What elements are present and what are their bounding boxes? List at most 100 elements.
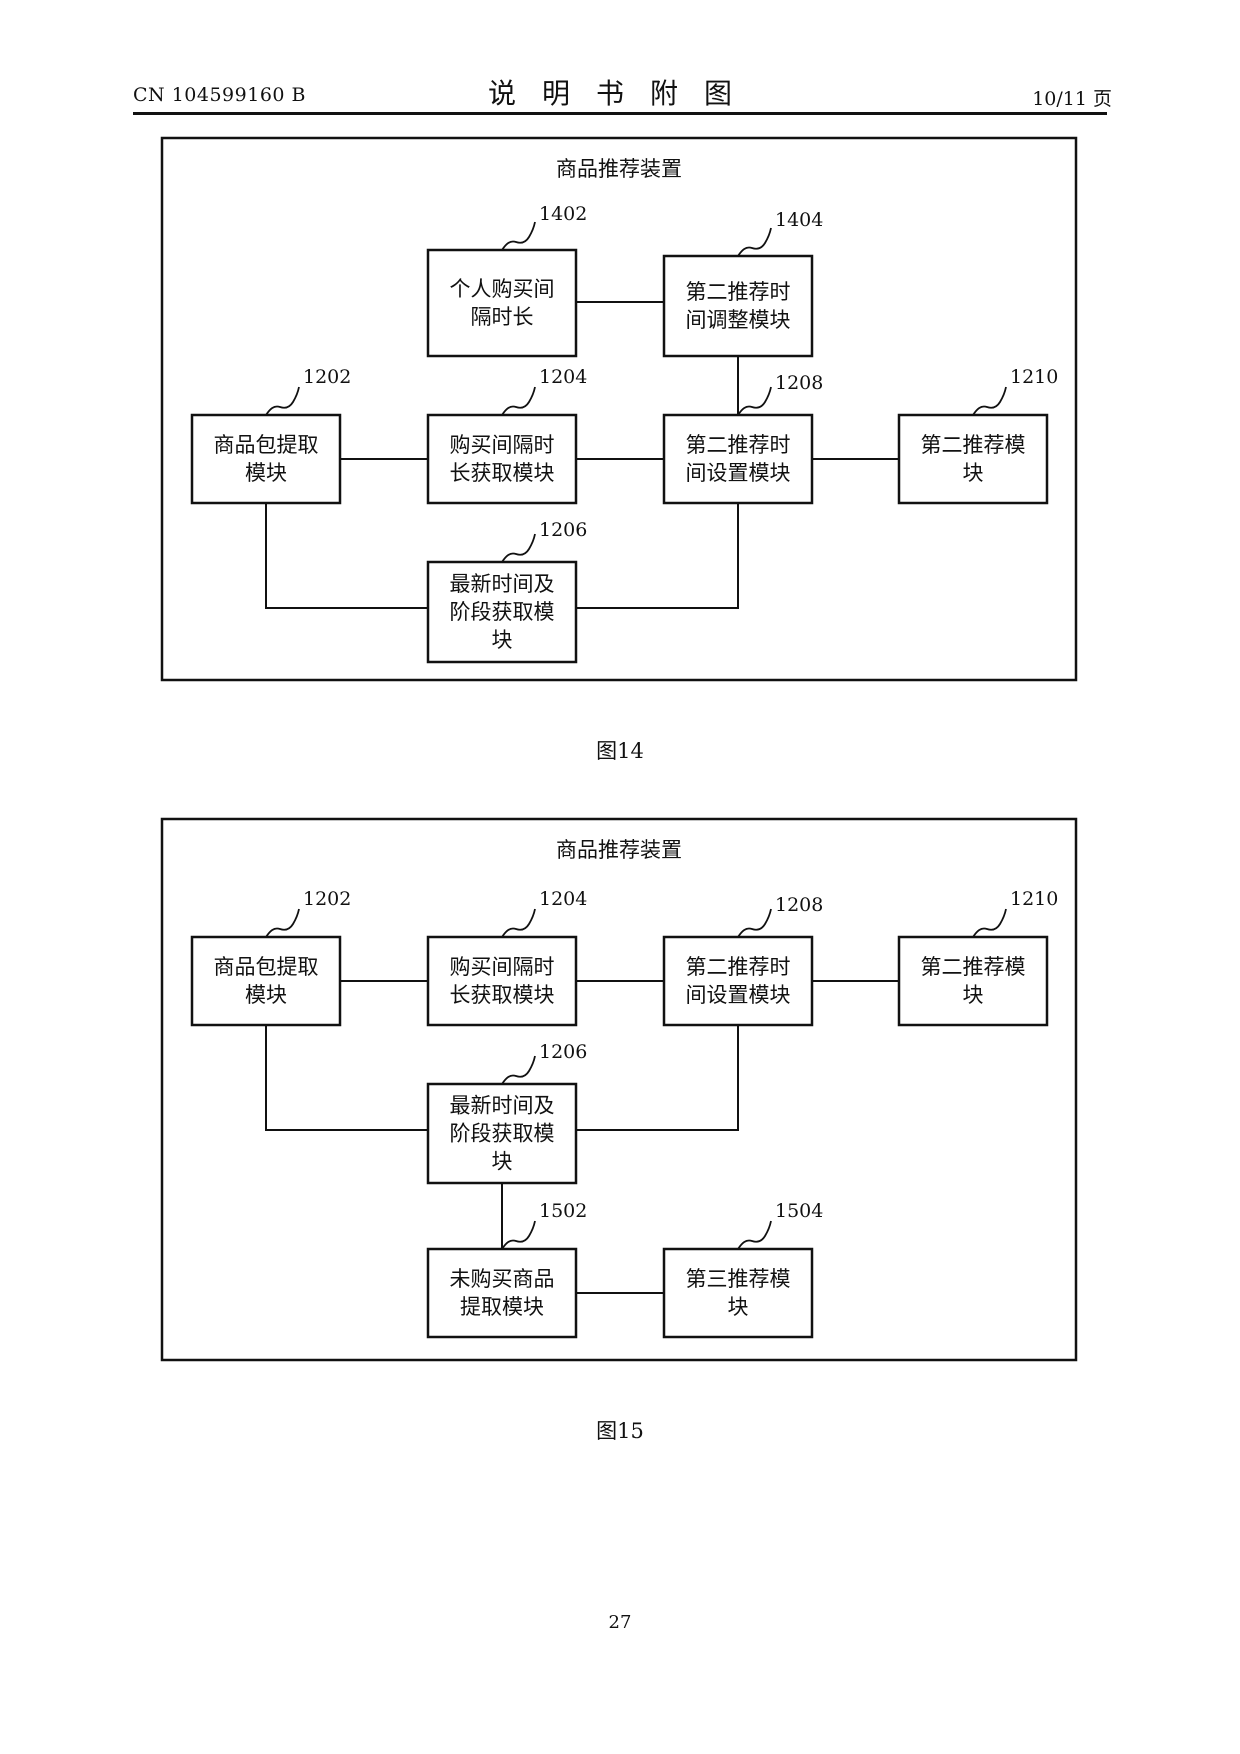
module-box: [190, 413, 342, 505]
module-box: [426, 1247, 578, 1339]
reference-number: 1208: [775, 894, 823, 916]
leader-line-icon: [265, 386, 300, 416]
connector-1208-1206: [576, 503, 739, 609]
reference-number: 1202: [303, 888, 351, 910]
module-box: [897, 413, 1049, 505]
module-label-line: 阶段获取模: [450, 600, 555, 624]
leader-line-icon: [737, 1220, 772, 1250]
module-label-line: 长获取模块: [450, 983, 555, 1007]
module-box: [662, 413, 814, 505]
leader-line-icon: [501, 1220, 536, 1250]
module-label-line: 间调整模块: [686, 308, 791, 332]
reference-number: 1502: [539, 1200, 587, 1222]
module-label-line: 块: [492, 1150, 513, 1174]
reference-number: 1204: [539, 366, 587, 388]
module-label-line: 块: [963, 983, 984, 1007]
figure-frame: [160, 136, 1078, 682]
module-box: [190, 935, 342, 1027]
module-label-line: 第二推荐模: [921, 955, 1026, 979]
module-label-line: 间设置模块: [686, 983, 791, 1007]
page-indicator: 10/11 页: [1032, 88, 1112, 110]
module-label-line: 间设置模块: [686, 461, 791, 485]
reference-number: 1206: [539, 519, 587, 541]
module-label-line: 商品包提取: [214, 955, 319, 979]
connector-1202-1206: [265, 1025, 428, 1131]
module-label-line: 模块: [245, 983, 287, 1007]
module-label-line: 隔时长: [471, 305, 534, 329]
module-label-line: 块: [728, 1295, 749, 1319]
module-box: [426, 413, 578, 505]
module-box: [662, 254, 814, 358]
module-box: [426, 935, 578, 1027]
reference-number: 1504: [775, 1200, 823, 1222]
module-box: [426, 560, 578, 664]
leader-line-icon: [972, 908, 1007, 938]
module-label-line: 提取模块: [460, 1295, 544, 1319]
module-label-line: 第二推荐时: [686, 280, 791, 304]
module-box: [897, 935, 1049, 1027]
module-label-line: 块: [963, 461, 984, 485]
reference-number: 1402: [539, 203, 587, 225]
header-rule: [133, 112, 1107, 115]
fig14-figure: 商品推荐装置个人购买间隔时长1402第二推荐时间调整模块1404商品包提取模块1…: [160, 136, 1078, 763]
reference-number: 1210: [1010, 888, 1058, 910]
figure-caption: 图14: [596, 739, 644, 763]
leader-line-icon: [501, 221, 536, 251]
page-title: 说明书附图: [488, 77, 759, 110]
module-box: [662, 935, 814, 1027]
module-label-line: 块: [492, 628, 513, 652]
module-label-line: 个人购买间: [450, 277, 555, 301]
reference-number: 1202: [303, 366, 351, 388]
reference-number: 1208: [775, 372, 823, 394]
leader-line-icon: [265, 908, 300, 938]
patent-number: CN 104599160 B: [133, 84, 306, 106]
module-label-line: 商品包提取: [214, 433, 319, 457]
leader-line-icon: [737, 908, 772, 938]
leader-line-icon: [501, 533, 536, 563]
module-label-line: 长获取模块: [450, 461, 555, 485]
module-label-line: 第二推荐模: [921, 433, 1026, 457]
leader-line-icon: [501, 386, 536, 416]
leader-line-icon: [501, 908, 536, 938]
module-label-line: 阶段获取模: [450, 1122, 555, 1146]
module-label-line: 第三推荐模: [686, 1267, 791, 1291]
module-label-line: 购买间隔时: [450, 955, 555, 979]
reference-number: 1204: [539, 888, 587, 910]
leader-line-icon: [501, 1055, 536, 1085]
module-label-line: 未购买商品: [450, 1267, 555, 1291]
figure-frame: [160, 817, 1078, 1362]
container-title: 商品推荐装置: [556, 838, 682, 862]
leader-line-icon: [737, 227, 772, 257]
page-number: 27: [608, 1612, 632, 1633]
leader-line-icon: [737, 386, 772, 416]
module-box: [426, 248, 578, 358]
module-label-line: 模块: [245, 461, 287, 485]
reference-number: 1404: [775, 209, 823, 231]
module-label-line: 最新时间及: [450, 572, 555, 596]
reference-number: 1206: [539, 1041, 587, 1063]
module-label-line: 第二推荐时: [686, 955, 791, 979]
leader-line-icon: [972, 386, 1007, 416]
module-box: [662, 1247, 814, 1339]
reference-number: 1210: [1010, 366, 1058, 388]
module-label-line: 第二推荐时: [686, 433, 791, 457]
module-label-line: 最新时间及: [450, 1094, 555, 1118]
module-label-line: 购买间隔时: [450, 433, 555, 457]
connector-1208-1206: [576, 1025, 739, 1131]
